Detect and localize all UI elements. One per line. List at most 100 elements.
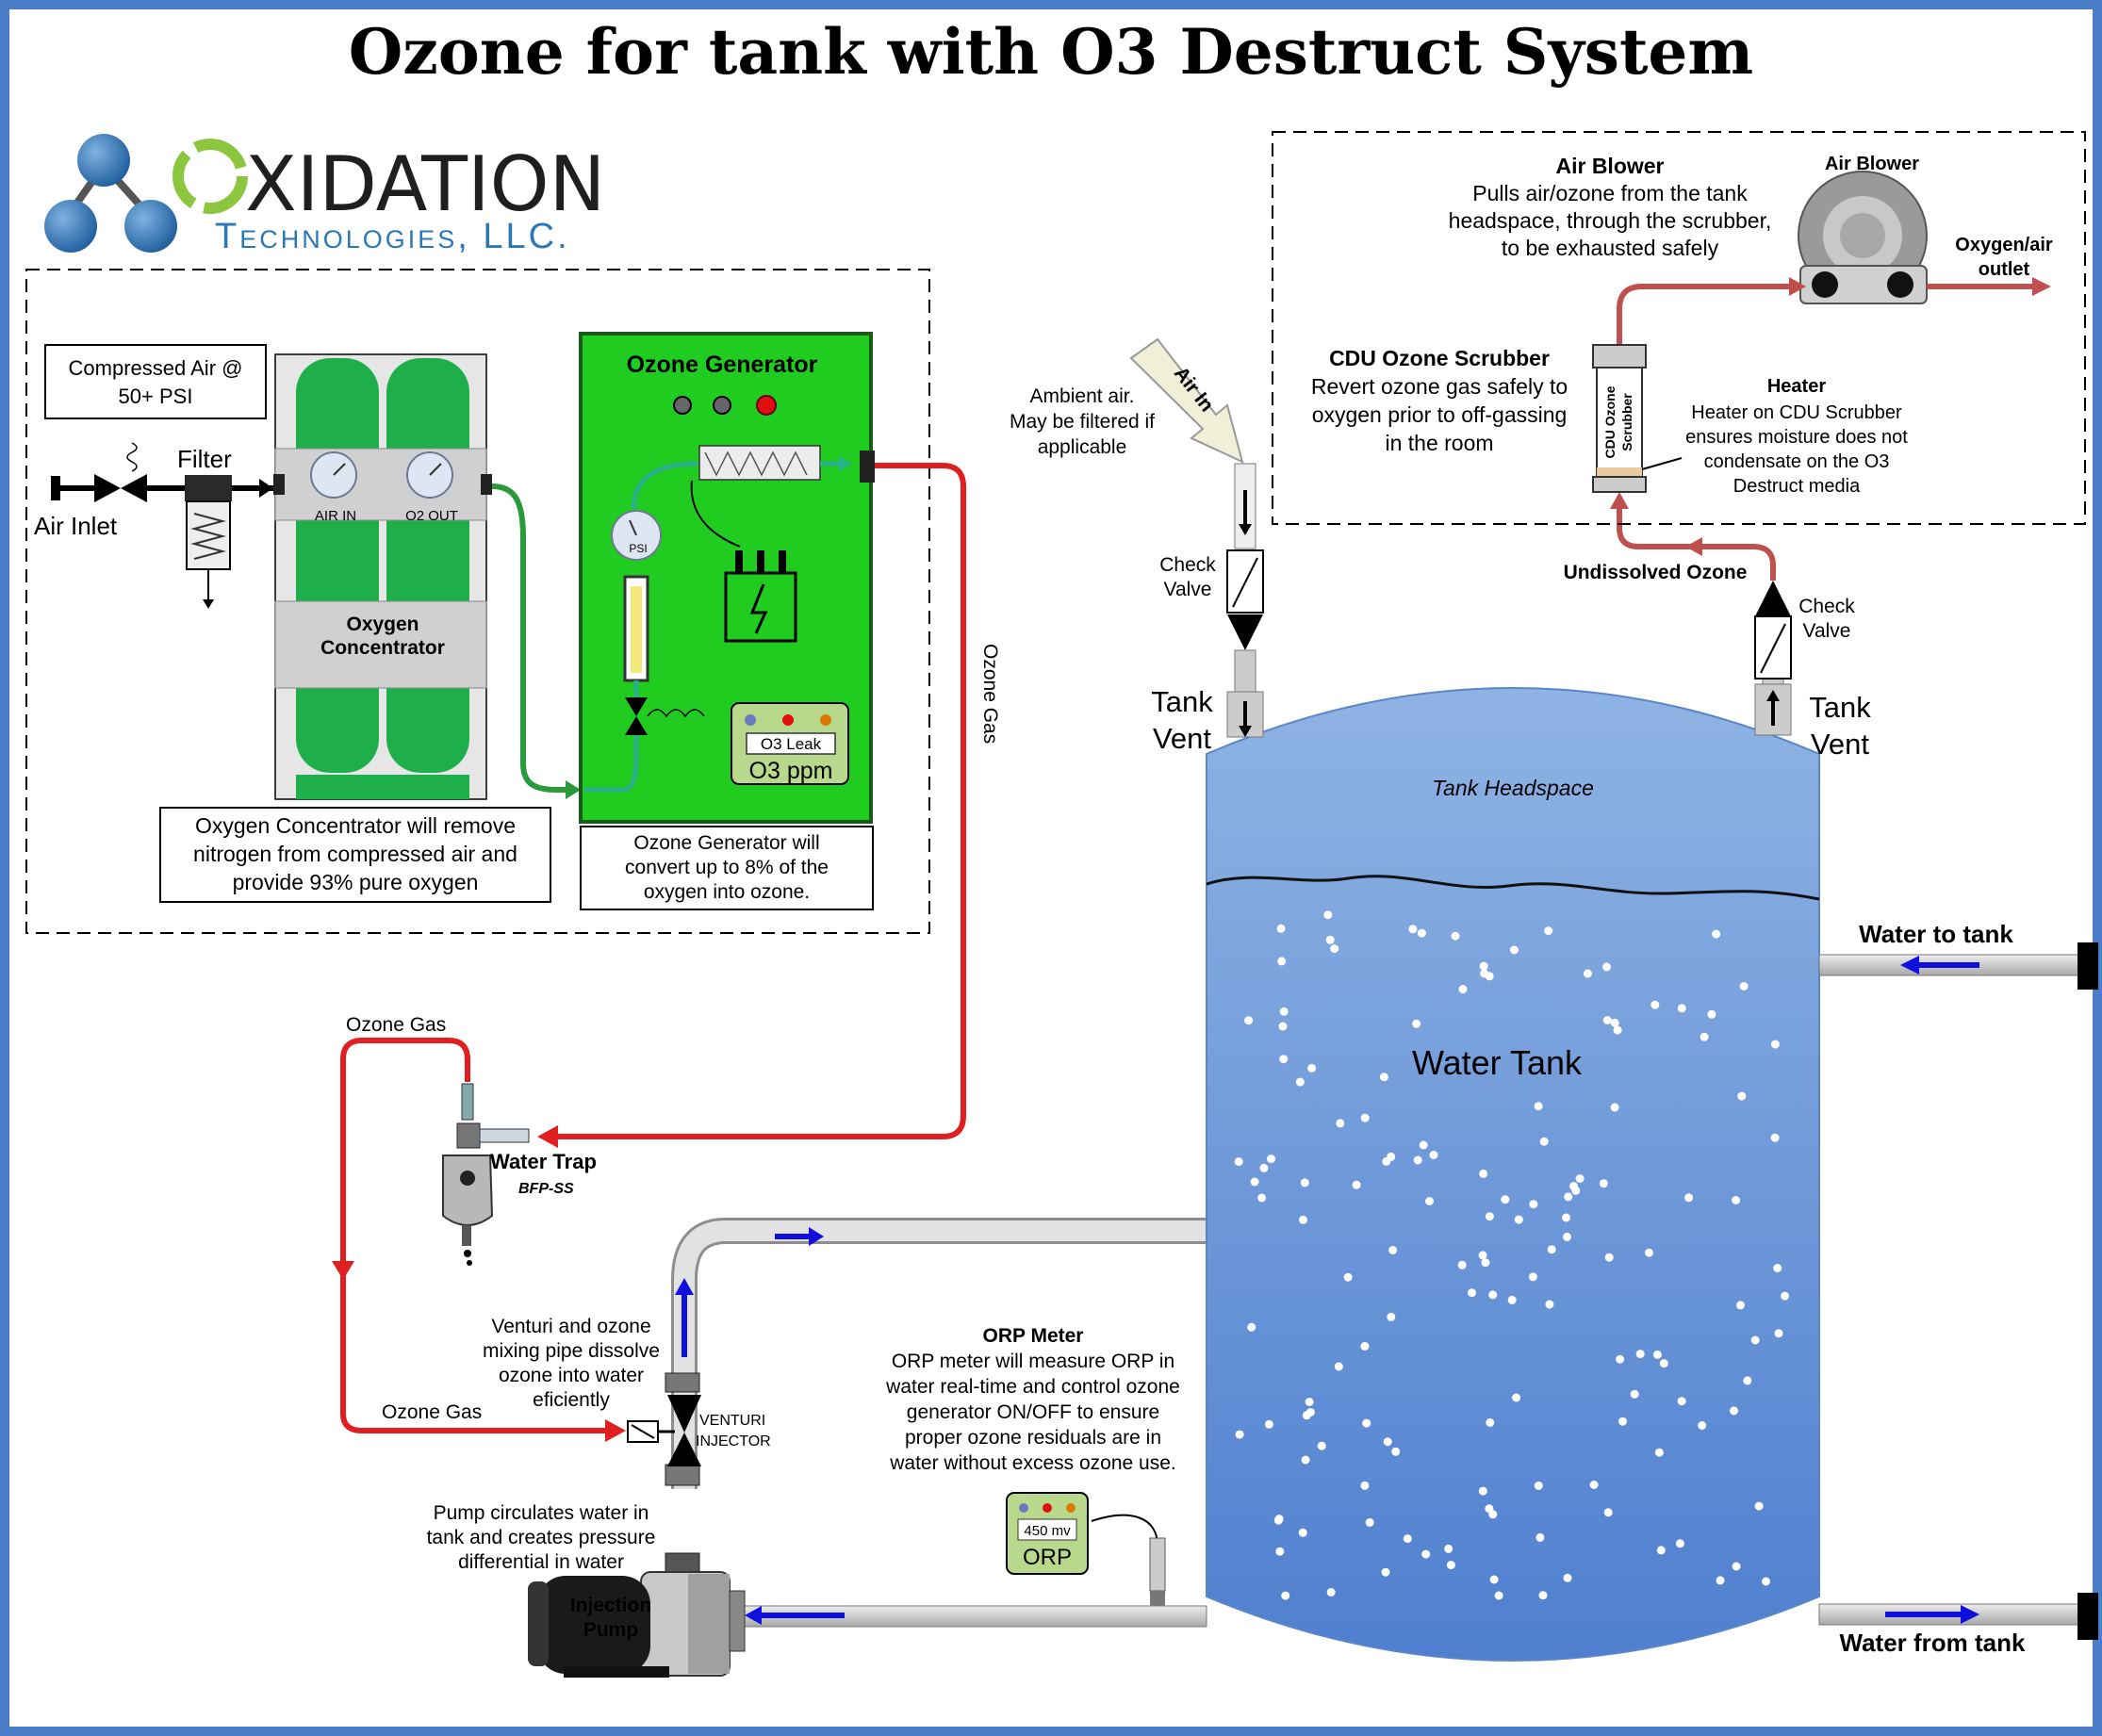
- cdu-note-line1: Revert ozone gas safely to: [1311, 374, 1568, 399]
- bubble: [1277, 957, 1287, 966]
- bubble-field: [1234, 910, 1790, 1600]
- ambient-air-line3: applicable: [1038, 436, 1127, 458]
- orp-display-label: ORP: [1023, 1545, 1072, 1570]
- bubble: [1770, 1133, 1780, 1142]
- bubble: [1514, 1215, 1523, 1224]
- air-blower-note-line2: headspace, through the scrubber,: [1449, 208, 1772, 233]
- bubble: [1298, 1528, 1307, 1537]
- heater-note-line4: Destruct media: [1733, 476, 1861, 497]
- bubble: [1654, 1448, 1664, 1457]
- bubble: [1326, 1588, 1336, 1597]
- bubble: [1610, 1018, 1619, 1027]
- check-valve-left-line2: Valve: [1164, 579, 1212, 600]
- bubble: [1360, 1113, 1370, 1122]
- bubble: [1387, 1152, 1396, 1161]
- bubble: [1352, 1180, 1361, 1189]
- bubble: [1602, 962, 1611, 972]
- bubble: [1360, 1341, 1370, 1351]
- o3-ppm-label: O3 ppm: [749, 758, 833, 784]
- injection-pump: [528, 1552, 746, 1678]
- bubble: [1387, 1312, 1396, 1321]
- cdu-cartridge-line2: Scrubber: [1619, 393, 1634, 451]
- concentrator-label-line1: Oxygen: [346, 614, 419, 635]
- bubble: [1656, 1546, 1666, 1555]
- oxygen-concentrator: [273, 353, 492, 800]
- bubble: [1613, 1025, 1622, 1035]
- ozone-gas-vertical-label: Ozone Gas: [979, 644, 1001, 744]
- logo-word: XIDATION: [245, 140, 605, 228]
- water-trap: [442, 1083, 530, 1266]
- bubble: [1479, 1169, 1488, 1178]
- bubble: [1281, 1591, 1290, 1600]
- water-surface: [1206, 875, 1820, 901]
- bubble: [1610, 1103, 1619, 1112]
- bubble: [1528, 1272, 1537, 1282]
- outlet-label-line2: outlet: [1979, 259, 2030, 280]
- check-valve-right-line1: Check: [1798, 596, 1855, 617]
- bubble: [1383, 1437, 1392, 1447]
- air-blower-note-line1: Pulls air/ozone from the tank: [1472, 181, 1748, 205]
- bubble: [1562, 1213, 1570, 1222]
- bubble: [1547, 1245, 1556, 1254]
- bubble: [1257, 1193, 1267, 1203]
- air-blower-icon-label: Air Blower: [1825, 154, 1919, 174]
- bubble: [1273, 1515, 1283, 1525]
- power-indicator-icon: [756, 395, 777, 416]
- concentrator-note-line2: nitrogen from compressed air and: [193, 842, 517, 866]
- o3-leak-label: O3 Leak: [761, 735, 822, 753]
- bubble: [1299, 1215, 1307, 1224]
- compressed-air-line2: 50+ PSI: [119, 385, 193, 408]
- bubble: [1479, 961, 1488, 971]
- tank-vent-right-line1: Tank: [1809, 691, 1871, 724]
- bubble: [1762, 1577, 1770, 1586]
- bubble: [1323, 910, 1333, 920]
- water-to-tank-label: Water to tank: [1859, 920, 2013, 948]
- ozone-gas-line: [545, 463, 966, 1139]
- bubble: [1603, 1508, 1613, 1517]
- water-from-tank-label: Water from tank: [1840, 1629, 2026, 1657]
- tank-headspace-label: Tank Headspace: [1432, 776, 1594, 800]
- company-logo: XIDATION Technologies, LLC.: [44, 134, 605, 256]
- bubble: [1330, 944, 1339, 954]
- bubble: [1652, 1350, 1662, 1359]
- venturi-note-line1: Venturi and ozone: [491, 1316, 650, 1337]
- orp-note-line1: ORP meter will measure ORP in: [892, 1351, 1174, 1372]
- generation-section: [25, 269, 930, 934]
- bubble: [1739, 982, 1749, 991]
- bubble: [1583, 969, 1592, 978]
- bubble: [1301, 1455, 1310, 1465]
- orp-note-line4: proper ozone residuals are in: [905, 1427, 1161, 1449]
- bubble: [1630, 1389, 1639, 1399]
- bubble: [1417, 928, 1426, 938]
- generator-note-line1: Ozone Generator will: [633, 832, 819, 854]
- bubble: [1754, 1501, 1764, 1511]
- bubble: [1234, 1157, 1243, 1167]
- bubble: [1334, 1362, 1343, 1371]
- corona-tube-icon: [698, 445, 821, 481]
- venturi-note-line2: mixing pipe dissolve: [483, 1340, 660, 1362]
- bubble: [1507, 1295, 1517, 1304]
- compressed-air-box: [44, 344, 267, 419]
- bubble: [1478, 1251, 1487, 1260]
- venturi-injector: [627, 1395, 701, 1466]
- bubble: [1534, 1102, 1543, 1111]
- bubble: [1295, 1077, 1305, 1087]
- bubble: [1564, 1192, 1573, 1202]
- bubble: [1444, 1544, 1453, 1553]
- destruct-section: [1272, 131, 2086, 525]
- bubble: [1276, 924, 1286, 933]
- water-tank: [1206, 687, 1820, 1662]
- bubble: [1488, 1290, 1498, 1300]
- bubble: [1659, 1359, 1668, 1368]
- bubble: [1712, 929, 1721, 939]
- bubble: [1278, 1022, 1288, 1031]
- check-valve-right-line2: Valve: [1803, 620, 1851, 642]
- orp-display-value: 450 mv: [1024, 1523, 1071, 1539]
- venturi-note-line3: ozone into water: [499, 1365, 644, 1386]
- bubble: [1279, 1055, 1289, 1064]
- bubble: [1501, 1195, 1510, 1204]
- bubble: [1457, 1260, 1467, 1269]
